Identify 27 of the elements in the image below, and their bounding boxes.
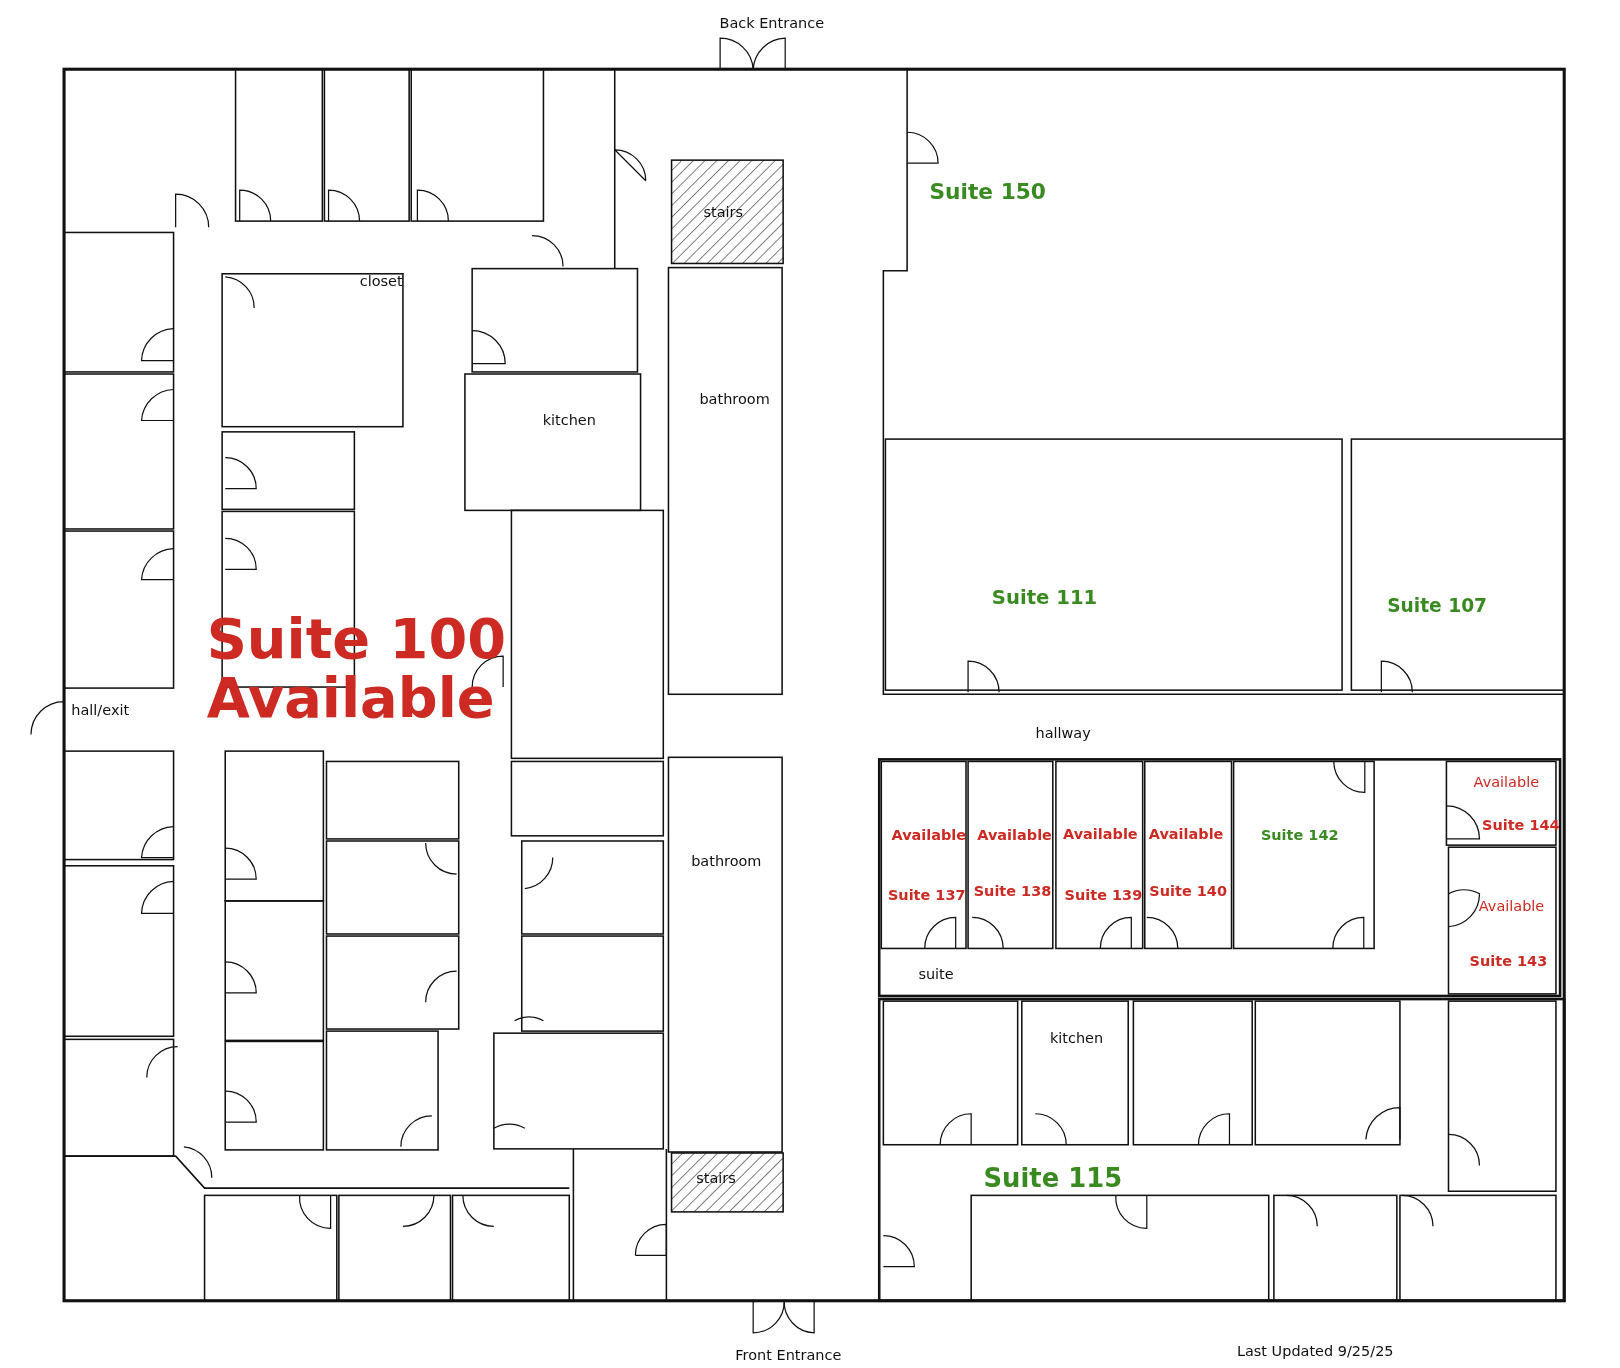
availability-label: Available <box>977 827 1052 843</box>
suite-label: Suite 139 <box>1064 887 1143 903</box>
room-label: stairs <box>703 204 743 220</box>
availability-label: Available <box>1473 774 1540 790</box>
room-label: stairs <box>696 1170 736 1186</box>
availability-label: Available <box>1478 898 1545 914</box>
room-label: kitchen <box>542 412 596 429</box>
entrance-label: Back Entrance <box>719 15 825 31</box>
suite-label: Suite 137 <box>887 887 966 903</box>
update-note: Last Updated 9/25/25 <box>1236 1343 1394 1359</box>
availability-label: Available <box>1063 826 1138 842</box>
entrance-label: Front Entrance <box>735 1347 842 1364</box>
room-label: kitchen <box>1049 1030 1104 1046</box>
suite-label: Suite 142 <box>1260 827 1339 843</box>
availability-label: Available <box>1148 826 1224 842</box>
suite-label: Suite 115 <box>983 1165 1123 1193</box>
room-label: hallway <box>1035 725 1091 742</box>
suite-label: Suite 111 <box>991 587 1098 609</box>
suite-label: Suite 138 <box>973 884 1052 900</box>
room-label: bathroom <box>699 391 770 407</box>
suite-label: Suite 140 <box>1149 884 1227 900</box>
room-label: hall/exit <box>71 702 130 718</box>
suite-label: Suite 150 <box>929 180 1046 204</box>
suite-label: Suite 107 <box>1387 596 1488 617</box>
room-label: bathroom <box>691 854 762 870</box>
suite-label: Suite 143 <box>1469 953 1548 969</box>
room-label: suite <box>918 966 954 982</box>
